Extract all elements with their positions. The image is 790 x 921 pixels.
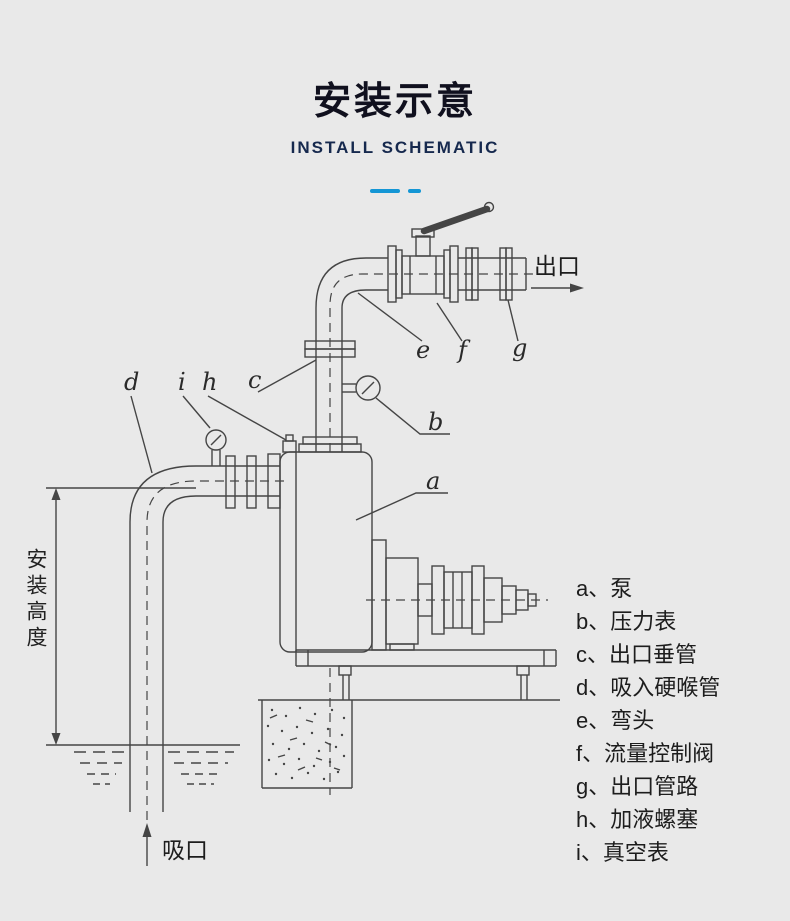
legend-item-c: c、出口垂管 (576, 642, 698, 667)
page-subtitle: INSTALL SCHEMATIC (290, 138, 500, 157)
label-d: d (124, 368, 139, 396)
accent-dash-short (407, 188, 421, 193)
legend-item-d: d、吸入硬喉管 (576, 675, 721, 700)
elbow-drawing (315, 257, 388, 309)
outlet-arrow (531, 283, 584, 293)
legend-item-g: g、出口管路 (576, 774, 699, 799)
legend-item-h: h、加液螺塞 (576, 807, 699, 832)
label-a: a (426, 467, 440, 495)
header: 安装示意 INSTALL SCHEMATIC (0, 70, 790, 193)
concrete-texture (266, 706, 346, 781)
dimension-lines (46, 487, 240, 746)
pressure-gauge-drawing (342, 375, 381, 401)
suction-arrow (142, 823, 152, 866)
label-f: f (456, 336, 471, 364)
drive-coupling-drawing (366, 539, 548, 651)
label-i: i (178, 368, 186, 396)
legend: a、泵 b、压力表 c、出口垂管 d、吸入硬喉管 e、弯头 f、流量控制阀 g、… (576, 572, 720, 869)
title-accent-dashes (0, 182, 790, 193)
leader-lines (130, 292, 519, 521)
label-c: c (248, 366, 261, 394)
water-surface-drawing (74, 751, 234, 785)
legend-item-e: e、弯头 (576, 708, 655, 733)
label-g: g (512, 334, 527, 362)
label-b: b (428, 408, 443, 436)
pump-body-drawing (267, 434, 373, 653)
legend-item-a: a、泵 (576, 576, 633, 601)
outlet-pipe-drawing (329, 247, 540, 452)
baseplate-foundation-drawing (258, 649, 560, 795)
suction-pipe-drawing (129, 455, 288, 820)
label-h: h (202, 368, 217, 396)
install-height-label: 安装高度 (24, 548, 47, 652)
legend-item-i: i、真空表 (576, 840, 669, 865)
accent-dash-long (369, 188, 400, 193)
legend-item-b: b、压力表 (576, 609, 677, 634)
vacuum-gauge-drawing (205, 429, 227, 466)
suction-label: 吸口 (162, 837, 208, 863)
outlet-label: 出口 (534, 253, 580, 279)
label-e: e (416, 336, 430, 364)
page-title: 安装示意 (312, 81, 477, 123)
legend-item-f: f、流量控制阀 (576, 741, 715, 766)
